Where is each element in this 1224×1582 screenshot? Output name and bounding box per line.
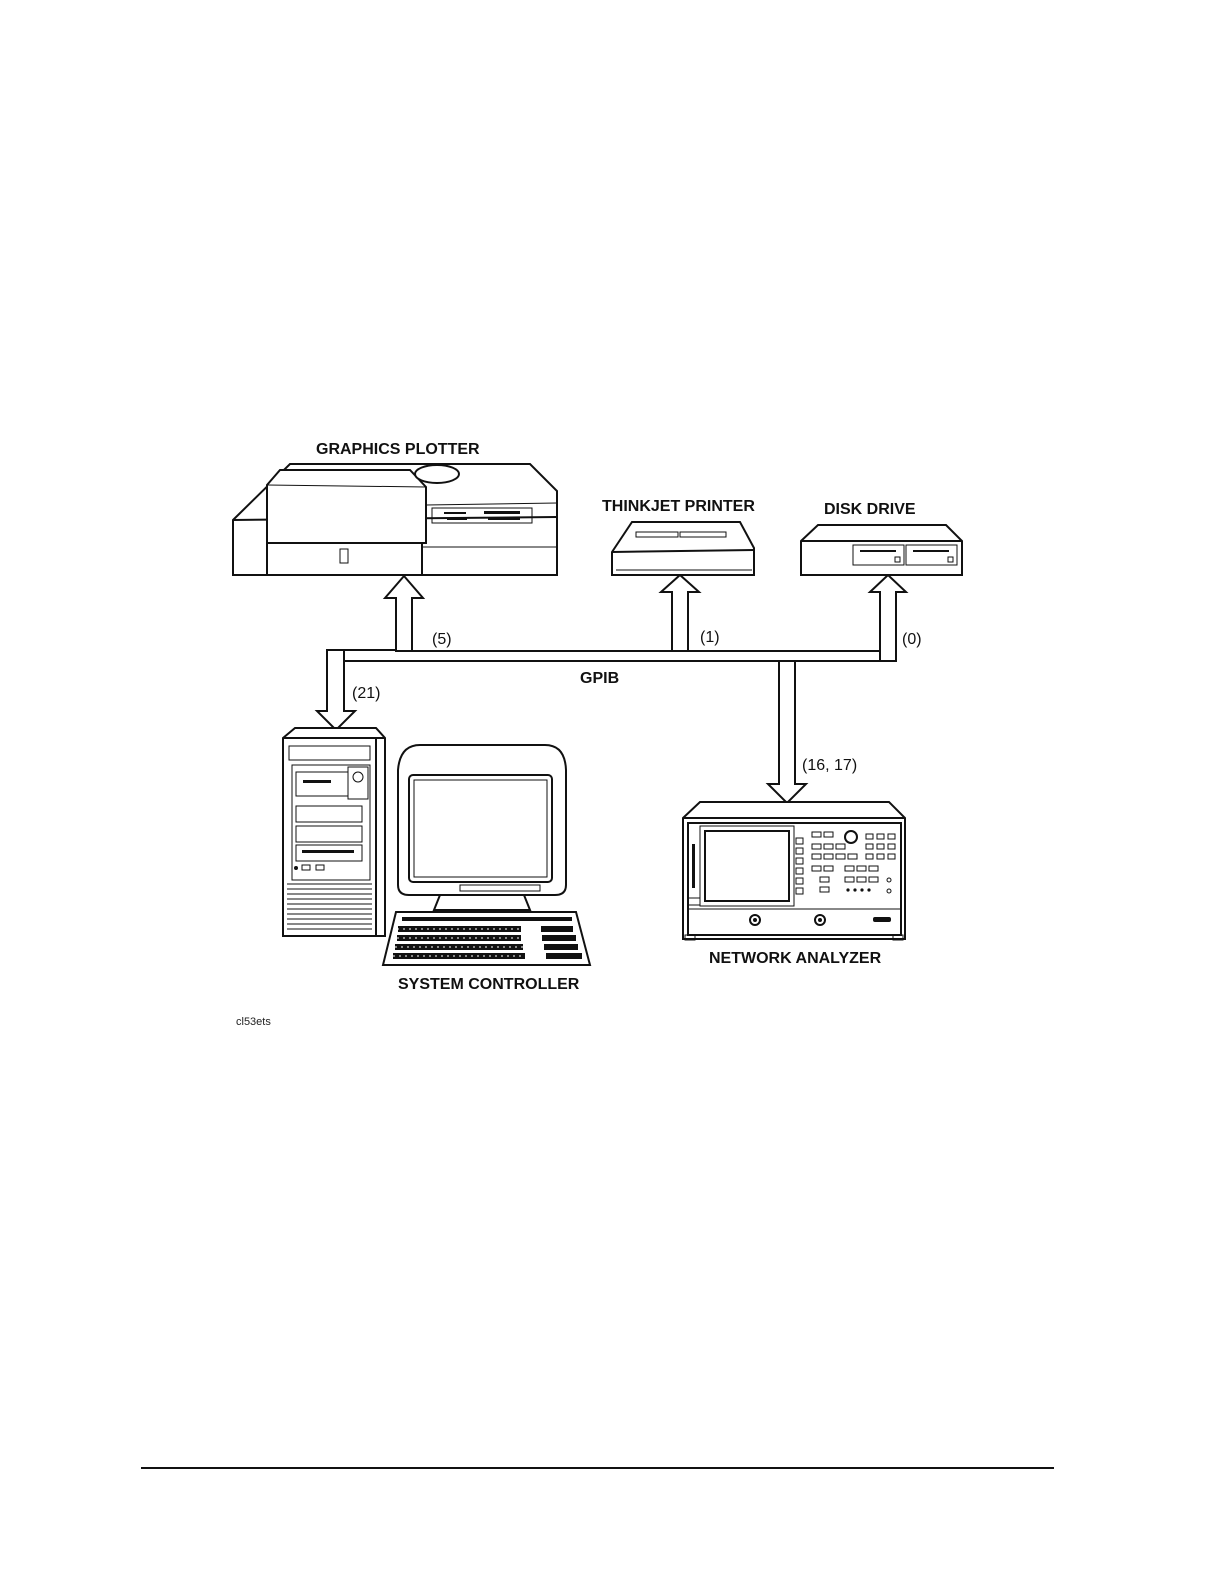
analyzer-label: NETWORK ANALYZER (709, 950, 882, 967)
analyzer-illustration (683, 802, 905, 940)
bus-label: GPIB (580, 670, 619, 687)
arrow-to-printer (661, 575, 699, 651)
address-analyzer: (16, 17) (802, 757, 857, 774)
controller-label: SYSTEM CONTROLLER (398, 976, 580, 993)
controller-illustration (283, 728, 590, 965)
gpib-bus-overlay (344, 651, 896, 661)
plotter-illustration (233, 464, 557, 575)
disk-drive-label: DISK DRIVE (824, 501, 916, 518)
printer-label: THINKJET PRINTER (602, 498, 755, 515)
figure-id: cl53ets (236, 1016, 271, 1028)
address-disk: (0) (902, 631, 922, 648)
footer-rule (141, 1467, 1054, 1469)
arrow-to-analyzer (768, 661, 806, 803)
address-plotter: (5) (432, 631, 452, 648)
address-printer: (1) (700, 629, 720, 646)
arrow-to-plotter (385, 576, 423, 651)
arrow-to-disk (870, 575, 906, 661)
disk-drive-illustration (801, 525, 962, 575)
plotter-label: GRAPHICS PLOTTER (316, 441, 480, 458)
address-controller: (21) (352, 685, 380, 702)
printer-illustration (612, 522, 754, 575)
